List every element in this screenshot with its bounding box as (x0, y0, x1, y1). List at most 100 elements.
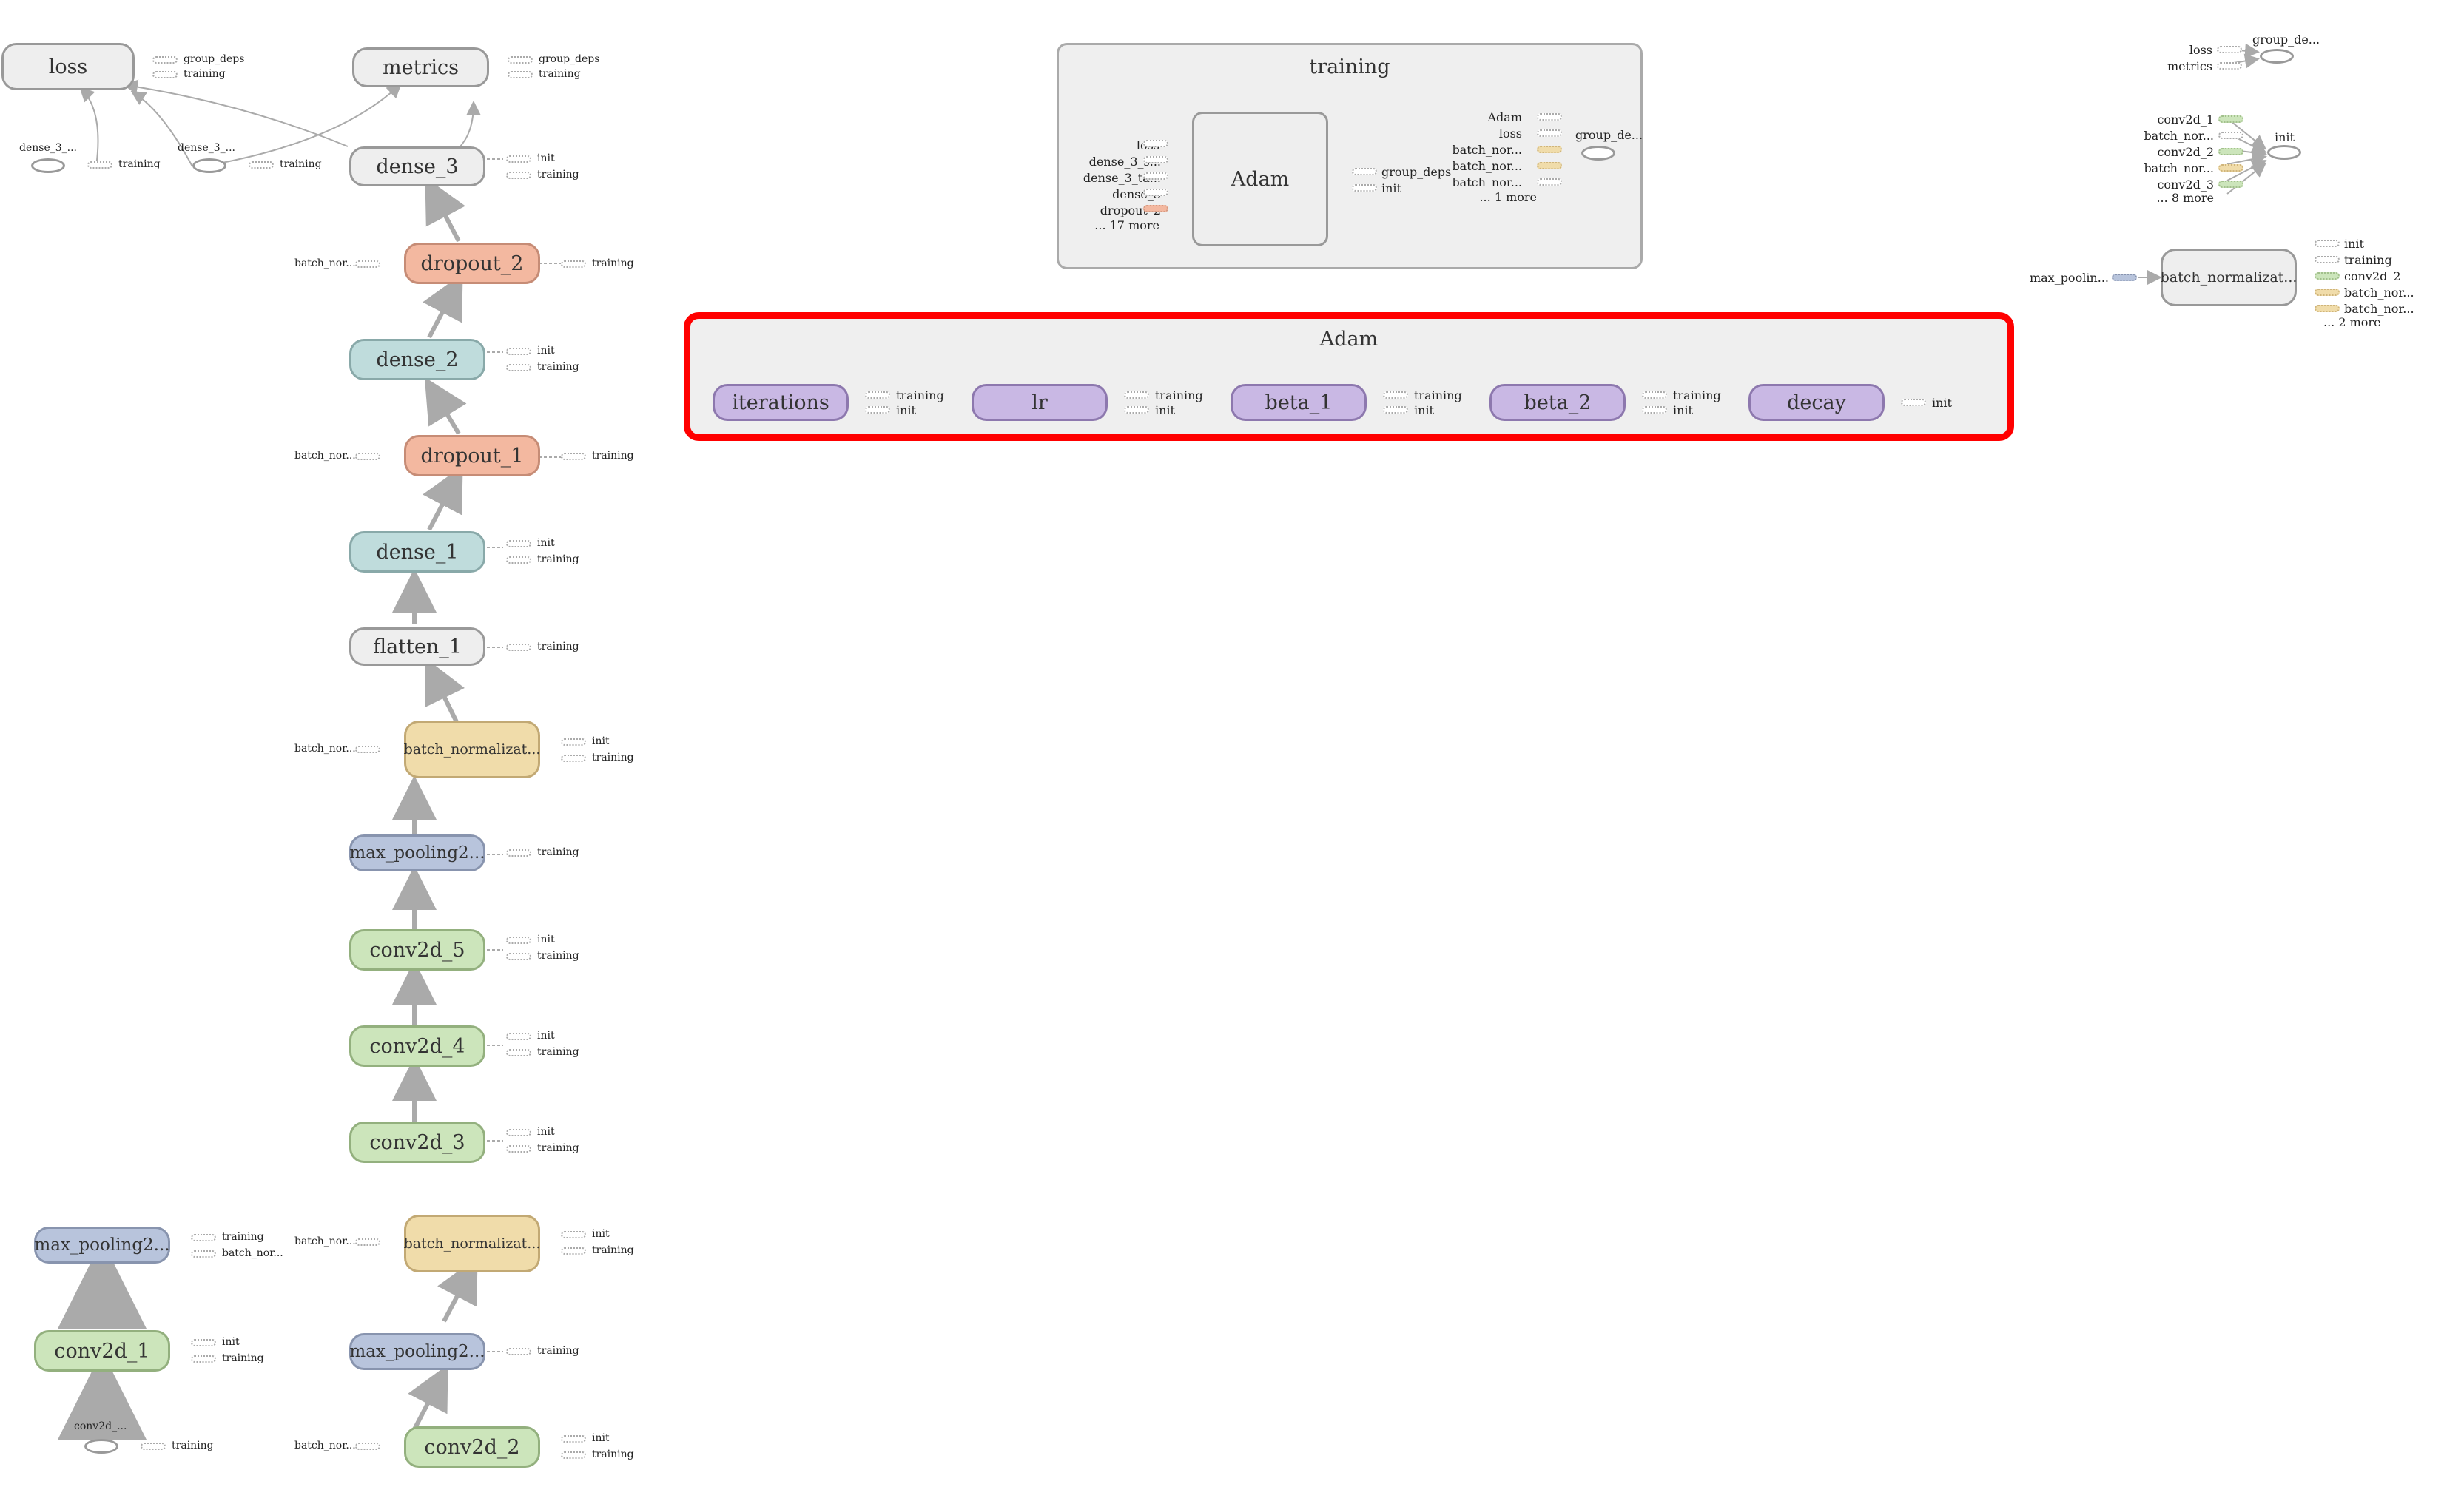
conv2d-2-input-label: batch_nor... (294, 1440, 356, 1451)
conv2d-1-node[interactable]: conv2d_1 (34, 1330, 170, 1372)
conv2d-input-training-stub (141, 1443, 166, 1450)
adam-iterations-training-stub (865, 391, 890, 399)
conv2d-5-training-label: training (537, 950, 579, 962)
dense-3-b-node[interactable] (192, 158, 226, 173)
dense-1-training-stub (506, 556, 531, 564)
aux-init-node[interactable] (2267, 145, 2301, 160)
adam-beta-2-training-stub (1642, 391, 1667, 399)
training-right-input-loss: loss (1498, 127, 1522, 141)
flatten-1-training-label: training (537, 641, 579, 652)
dropout-1-training-stub (561, 453, 586, 460)
dropout-1-input-label: batch_nor... (294, 450, 356, 462)
adam-group[interactable]: Adam iterations training init lr trainin… (684, 312, 2014, 441)
aux-bn-out-4: batch_nor... (2344, 302, 2414, 316)
max-pooling-mid-node[interactable]: max_pooling2... (349, 834, 485, 871)
dropout-2-input-label: batch_nor... (294, 257, 356, 269)
training-right-input-bn3-stub (1537, 178, 1562, 186)
conv2d-5-node[interactable]: conv2d_5 (349, 929, 485, 971)
dropout-1-node[interactable]: dropout_1 (404, 435, 540, 476)
left-max-pooling-node[interactable]: max_pooling2... (34, 1227, 170, 1264)
dense-3-node[interactable]: dense_3 (349, 146, 485, 186)
training-input-more: ... 17 more (1094, 218, 1159, 232)
dropout-1-training-label: training (592, 450, 634, 462)
dense-3-b-label: dense_3_... (178, 142, 235, 154)
max-pooling-bottom-training-stub (506, 1348, 531, 1355)
training-group[interactable]: training Adam loss dense_3_s... dense_3_… (1057, 43, 1643, 269)
batch-norm-top-node[interactable]: batch_normalizat... (404, 721, 540, 778)
dropout-2-node[interactable]: dropout_2 (404, 243, 540, 284)
conv2d-3-init-stub (506, 1129, 531, 1136)
adam-beta-2-node[interactable]: beta_2 (1489, 384, 1626, 421)
conv2d-4-training-stub (506, 1049, 531, 1056)
aux-init-label: init (2275, 130, 2295, 144)
conv2d-input-node[interactable] (84, 1439, 118, 1454)
dropout-2-input-stub (355, 260, 380, 268)
conv2d-1-training-label: training (222, 1352, 264, 1364)
training-right-input-loss-stub (1537, 129, 1562, 137)
bn-bottom-init-stub (561, 1231, 586, 1238)
left-max-pooling-batchnor-label: batch_nor... (222, 1247, 283, 1259)
dense-3-a-training-label: training (118, 158, 161, 170)
dropout-2-training-stub (561, 260, 586, 268)
dense-1-node[interactable]: dense_1 (349, 531, 485, 573)
dense-2-init-stub (506, 348, 531, 355)
adam-beta-1-training-label: training (1414, 388, 1462, 402)
aux-bn-out-1-stub (2315, 256, 2340, 263)
adam-lr-init-label: init (1155, 403, 1175, 417)
adam-lr-training-label: training (1155, 388, 1203, 402)
loss-group-deps-stub (152, 56, 178, 64)
conv2d-5-init-label: init (537, 934, 555, 945)
adam-beta-1-init-label: init (1414, 403, 1434, 417)
metrics-group-deps-label: group_deps (539, 53, 600, 65)
aux-batch-norm-node[interactable]: batch_normalizat... (2161, 249, 2297, 306)
aux-bn-out-3-stub (2315, 289, 2340, 296)
dense-2-training-label: training (537, 361, 579, 373)
aux-init-in-5: ... 8 more (2156, 191, 2214, 205)
adam-beta-1-init-stub (1383, 406, 1408, 414)
conv2d-3-init-label: init (537, 1126, 555, 1138)
conv2d-4-node[interactable]: conv2d_4 (349, 1025, 485, 1067)
batch-norm-bottom-node[interactable]: batch_normalizat... (404, 1215, 540, 1272)
training-input-dense3ta: dense_3_ta... (1083, 171, 1161, 185)
metrics-node[interactable]: metrics (352, 47, 489, 87)
aux-init-in-0: conv2d_1 (2157, 112, 2214, 127)
dense-2-node[interactable]: dense_2 (349, 339, 485, 380)
training-right-input-bn2-stub (1537, 162, 1562, 169)
training-right-group-node[interactable] (1581, 146, 1615, 161)
dense-3-a-node[interactable] (31, 158, 65, 173)
adam-lr-node[interactable]: lr (972, 384, 1108, 421)
aux-init-in-2-stub (2218, 148, 2243, 155)
training-output-init: init (1381, 181, 1401, 195)
aux-bn-out-5: ... 2 more (2323, 315, 2381, 329)
loss-node[interactable]: loss (1, 43, 135, 90)
adam-beta-1-node[interactable]: beta_1 (1231, 384, 1367, 421)
training-output-group-deps-stub (1352, 168, 1377, 175)
aux-group-deps-node[interactable] (2260, 49, 2294, 64)
adam-iterations-node[interactable]: iterations (713, 384, 849, 421)
max-pooling-bottom-node[interactable]: max_pooling2... (349, 1333, 485, 1370)
flatten-1-node[interactable]: flatten_1 (349, 627, 485, 666)
conv2d-2-node[interactable]: conv2d_2 (404, 1426, 540, 1468)
adam-decay-node[interactable]: decay (1748, 384, 1885, 421)
left-max-pooling-training-label: training (222, 1231, 264, 1243)
dense-1-init-stub (506, 540, 531, 547)
training-adam-node[interactable]: Adam (1192, 112, 1328, 246)
metrics-training-stub (508, 71, 533, 78)
training-input-dense3s-stub (1143, 156, 1168, 163)
aux-bn-out-3: batch_nor... (2344, 286, 2414, 300)
aux-bn-input-stub (2112, 274, 2137, 281)
flatten-1-training-stub (506, 644, 531, 651)
dense-3-training-label: training (537, 169, 579, 181)
dense-2-init-label: init (537, 345, 555, 357)
dense-3-a-label: dense_3_... (19, 142, 77, 154)
training-input-dense3ta-stub (1143, 172, 1168, 180)
bn-top-init-stub (561, 738, 586, 746)
aux-init-in-0-stub (2218, 115, 2243, 123)
training-input-dense3-stub (1143, 189, 1168, 196)
dropout-2-training-label: training (592, 257, 634, 269)
adam-beta-1-training-stub (1383, 391, 1408, 399)
loss-group-deps-label: group_deps (184, 53, 245, 65)
conv2d-3-node[interactable]: conv2d_3 (349, 1122, 485, 1163)
bn-bottom-training-label: training (592, 1244, 634, 1256)
